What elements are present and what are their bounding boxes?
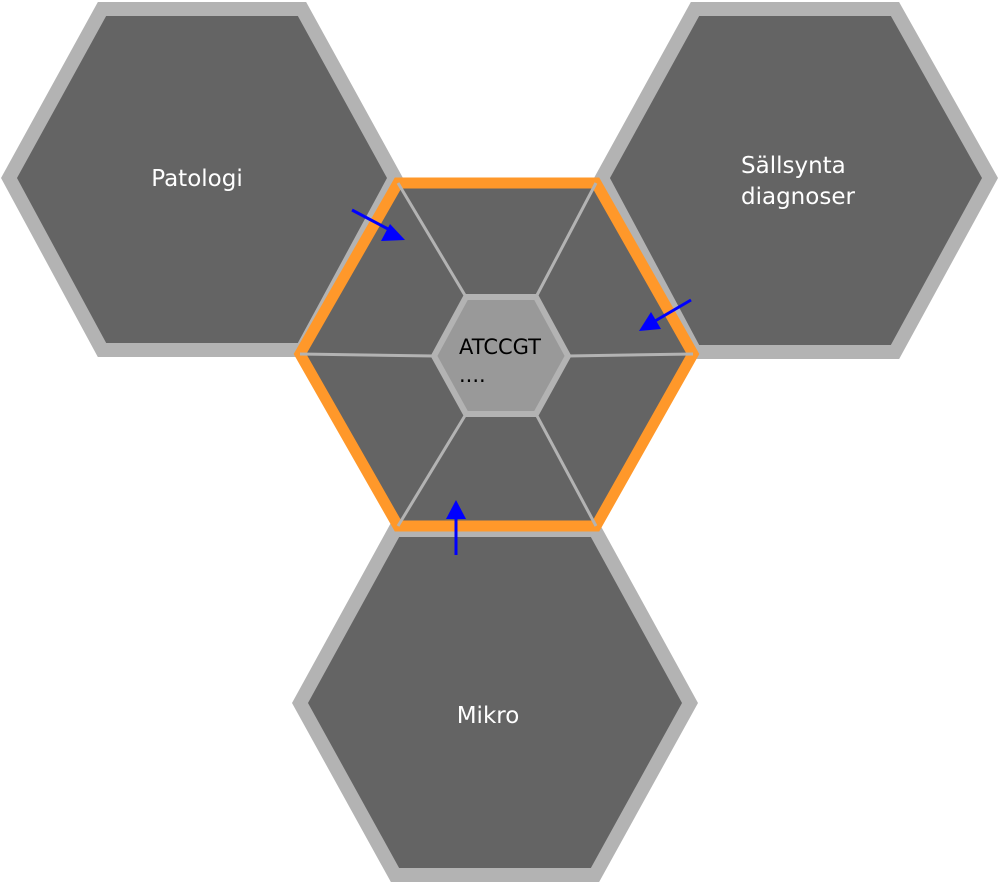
hex-core	[430, 294, 572, 417]
hex-sallsynta-label-line2: diagnoser	[741, 184, 855, 210]
hex-core-label-line1: ATCCGT	[459, 335, 541, 359]
spoke-top-right	[534, 182, 598, 298]
hex-mikro-label: Mikro	[457, 703, 520, 729]
hex-sallsynta-label-line1: Sällsynta	[741, 153, 846, 179]
spoke-bottom-left	[396, 413, 468, 527]
hex-center-spokes	[299, 182, 694, 527]
spoke-bottom-right	[534, 413, 598, 527]
arrow-patologi-to-center	[351, 208, 405, 241]
spoke-left	[299, 352, 435, 358]
spoke-top-left	[396, 182, 468, 298]
hex-sallsynta-diagnoser: Sällsynta diagnoser	[594, 1, 999, 359]
arrow-mikro-to-center	[446, 500, 466, 555]
hex-center: ATCCGT ....	[293, 177, 700, 532]
hex-mikro: Mikro	[292, 523, 698, 882]
arrow-sallsynta-to-center	[639, 298, 692, 331]
hex-core-label-line2: ....	[459, 363, 486, 387]
spoke-right	[567, 352, 694, 358]
hex-patologi-label: Patologi	[151, 166, 242, 192]
